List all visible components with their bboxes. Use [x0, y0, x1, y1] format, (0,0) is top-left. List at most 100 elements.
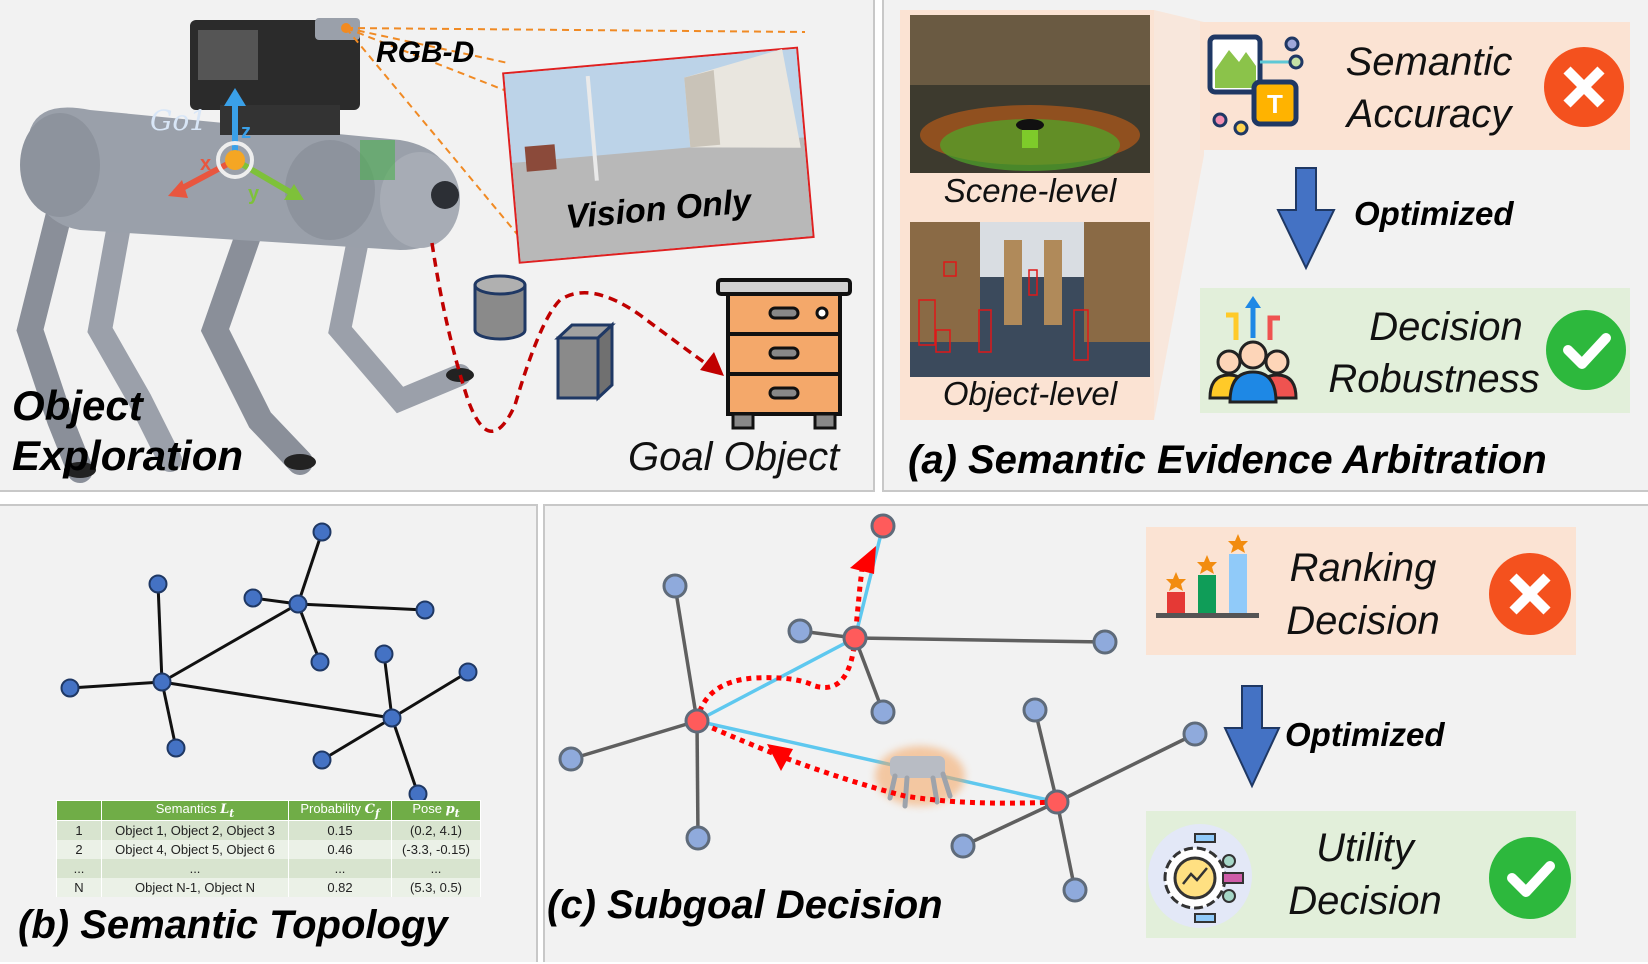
graph-edge	[962, 800, 1058, 848]
path-arrowhead	[767, 744, 793, 771]
check-icon	[1489, 837, 1571, 919]
cell-probability: 0.46	[288, 839, 392, 859]
graph-edge	[853, 637, 885, 713]
graph-edge	[1033, 709, 1059, 803]
candidate-edge	[696, 636, 856, 723]
graph-node	[1092, 629, 1118, 655]
table-row: 1 Object 1, Object 2, Object 3 0.15 (0.2…	[56, 820, 481, 840]
graph-node	[1022, 697, 1048, 723]
axis-z-label: z	[241, 121, 251, 143]
graph-edge	[161, 602, 299, 684]
graph-edge	[570, 719, 698, 761]
cross-icon	[1544, 47, 1624, 127]
robot-dog-image: Go1 x y z	[16, 18, 474, 483]
panel-title: (c) Subgoal Decision	[547, 883, 943, 927]
cabinet-goal-icon	[716, 278, 852, 430]
cell-index: 2	[56, 839, 102, 859]
after-line1: Decision	[1369, 305, 1522, 349]
cell-index: 1	[56, 820, 102, 840]
decision-robustness-box: Decision Robustness	[1200, 288, 1630, 413]
subgoal-node	[842, 625, 868, 651]
cross-icon	[1489, 553, 1571, 635]
table-row: N Object N-1, Object N 0.82 (5.3, 0.5)	[56, 877, 481, 897]
cell-index: N	[56, 877, 102, 897]
panel-title-line1: Object	[12, 382, 145, 429]
utility-decision-box: Utility Decision	[1146, 811, 1576, 938]
graph-edge	[156, 583, 164, 683]
graph-edge	[321, 716, 393, 762]
graph-node	[415, 600, 435, 620]
zoom-connector	[1154, 10, 1204, 420]
scene-level-image	[910, 15, 1150, 173]
semantic-evidence-arbitration-panel: Scene-level Object-level	[882, 0, 1648, 492]
graph-node	[374, 644, 394, 664]
after-line2: Decision	[1288, 879, 1441, 923]
cell-pose: ...	[391, 858, 481, 878]
axis-x-label: x	[200, 153, 211, 175]
header-probability: Probability Cf	[288, 800, 392, 821]
cylinder-obstacle-icon	[473, 274, 527, 341]
axis-y-label: y	[248, 183, 260, 205]
before-line1: Semantic	[1346, 40, 1513, 84]
cell-pose: (-3.3, -0.15)	[391, 839, 481, 859]
panel-title: (a) Semantic Evidence Arbitration	[908, 438, 1547, 482]
cell-semantics: Object 1, Object 2, Object 3	[101, 820, 289, 840]
graph-node	[787, 618, 813, 644]
subgoal-decision-panel: (c) Subgoal Decision Ranking Decision	[543, 504, 1648, 962]
subgoal-decision-graph: (c) Subgoal Decision Ranking Decision	[547, 513, 1576, 938]
cell-probability: 0.15	[288, 820, 392, 840]
graph-node	[288, 594, 308, 614]
semantic-topology-panel: Semantics Lt Probability Cf Pose pt 1 Ob…	[0, 504, 538, 962]
gear-analytics-icon	[1148, 824, 1252, 928]
semantic-topology-graph	[60, 522, 478, 804]
graph-edge	[390, 717, 420, 795]
optimized-arrow-icon	[1223, 685, 1281, 789]
graph-edge	[1056, 732, 1196, 804]
table-row: 2 Object 4, Object 5, Object 6 0.46 (-3.…	[56, 839, 481, 859]
header-index	[56, 800, 102, 821]
before-line2: Accuracy	[1345, 92, 1514, 136]
image-text-icon: T	[1207, 34, 1304, 136]
camera-view-image: Vision Only	[502, 46, 815, 264]
graph-node	[458, 662, 478, 682]
subgoal-path	[695, 718, 1056, 806]
object-exploration-panel: Go1 x y z RGB-D	[0, 0, 875, 492]
graph-node	[662, 573, 688, 599]
object-exploration-illustration: Go1 x y z RGB-D	[12, 18, 852, 483]
cell-semantics: Object 4, Object 5, Object 6	[101, 839, 289, 859]
rgbd-label: RGB-D	[376, 36, 474, 69]
object-level-image	[910, 222, 1150, 377]
graph-node	[1182, 721, 1208, 747]
graph-edge	[160, 681, 178, 749]
ranking-decision-box: Ranking Decision	[1146, 527, 1576, 655]
graph-node	[310, 652, 330, 672]
cell-pose: (5.3, 0.5)	[391, 877, 481, 897]
path-arrowhead	[850, 546, 876, 574]
graph-node	[243, 588, 263, 608]
semantic-table: Semantics Lt Probability Cf Pose pt 1 Ob…	[56, 800, 481, 897]
graph-node	[382, 708, 402, 728]
graph-node	[60, 678, 80, 698]
before-line1: Ranking	[1290, 546, 1437, 590]
exploration-path	[430, 242, 714, 433]
cell-probability: ...	[288, 858, 392, 878]
optimized-label: Optimized	[1354, 195, 1514, 232]
graph-node	[685, 825, 711, 851]
graph-edge	[382, 653, 394, 719]
table-header-row: Semantics Lt Probability Cf Pose pt	[56, 800, 481, 821]
cell-probability: 0.82	[288, 877, 392, 897]
after-line1: Utility	[1316, 826, 1417, 870]
table-row: ... ... ... ...	[56, 858, 481, 878]
graph-edge	[854, 636, 1106, 644]
cell-index: ...	[56, 858, 102, 878]
graph-edge	[69, 680, 163, 690]
subgoal-node	[684, 708, 710, 734]
candidate-edge	[853, 525, 885, 639]
box-obstacle-icon	[554, 321, 616, 402]
candidate-edge	[696, 719, 1058, 804]
subgoal-path	[694, 560, 866, 722]
path-arrowhead	[700, 352, 724, 376]
before-line2: Decision	[1286, 599, 1439, 643]
arbitration-illustration: Scene-level Object-level	[900, 10, 1630, 482]
graph-node	[152, 672, 172, 692]
